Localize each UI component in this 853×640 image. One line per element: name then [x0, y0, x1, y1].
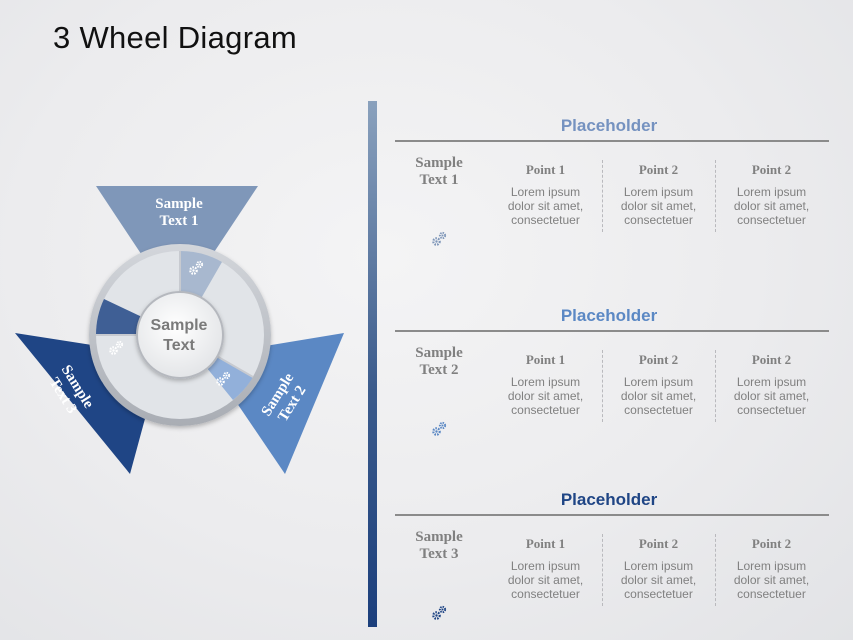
column-separator [602, 350, 603, 422]
center-label-line2: Text [163, 337, 195, 354]
column-separator [602, 534, 603, 606]
column-separator [715, 534, 716, 606]
point-column: Point 2 Lorem ipsum dolor sit amet, cons… [620, 352, 697, 417]
section-heading: Placeholder [560, 306, 658, 325]
gears-icon [432, 605, 447, 620]
section-divider-line [395, 330, 829, 332]
section-3: Placeholder Sample Text 3 Point 1 Lorem … [395, 486, 829, 636]
gears-icon [432, 421, 447, 436]
page-title: 3 Wheel Diagram [53, 20, 297, 55]
point-column: Point 1 Lorem ipsum dolor sit amet, cons… [507, 352, 584, 417]
wheel-diagram: Sample Text Sample Text 1 Sample Text 2 … [15, 186, 344, 474]
segment-1-label-line1: Sample [155, 196, 203, 212]
section-label: Sample Text 3 [415, 529, 463, 562]
gears-icon [432, 231, 447, 246]
center-label-line1: Sample [151, 317, 208, 334]
point-column: Point 2 Lorem ipsum dolor sit amet, cons… [620, 162, 697, 227]
section-1: Placeholder Sample Text 1 Point 1 Lorem … [395, 112, 829, 262]
vertical-divider [368, 101, 377, 627]
section-heading: Placeholder [560, 116, 658, 135]
column-separator [715, 160, 716, 232]
point-column: Point 2 Lorem ipsum dolor sit amet, cons… [733, 536, 810, 601]
column-separator [602, 160, 603, 232]
point-column: Point 2 Lorem ipsum dolor sit amet, cons… [733, 162, 810, 227]
wheel-center [136, 291, 224, 379]
section-divider-line [395, 514, 829, 516]
point-column: Point 1 Lorem ipsum dolor sit amet, cons… [507, 162, 584, 227]
point-column: Point 1 Lorem ipsum dolor sit amet, cons… [507, 536, 584, 601]
section-divider-line [395, 140, 829, 142]
column-separator [715, 350, 716, 422]
point-column: Point 2 Lorem ipsum dolor sit amet, cons… [620, 536, 697, 601]
section-heading: Placeholder [560, 490, 658, 509]
segment-1-label-line2: Text 1 [159, 213, 198, 229]
point-column: Point 2 Lorem ipsum dolor sit amet, cons… [733, 352, 810, 417]
section-2: Placeholder Sample Text 2 Point 1 Lorem … [395, 302, 829, 452]
section-label: Sample Text 2 [415, 345, 463, 378]
section-label: Sample Text 1 [415, 155, 463, 188]
